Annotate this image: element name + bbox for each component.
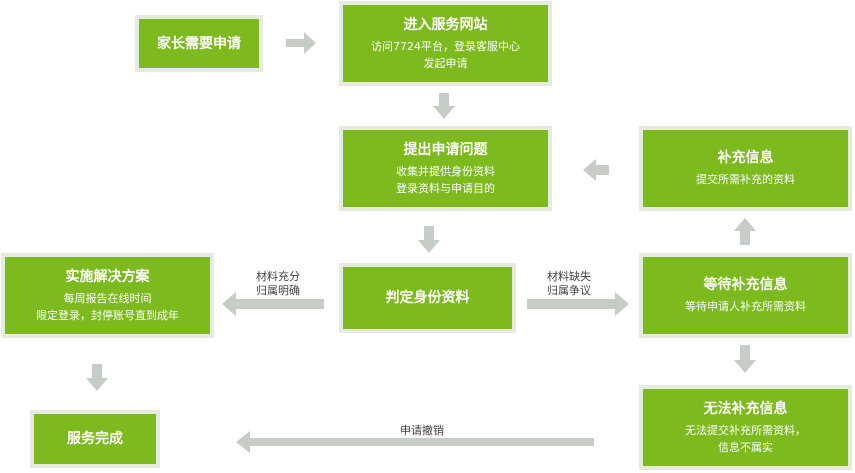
arrow-up-icon xyxy=(734,218,756,245)
node-service-done: 服务完成 xyxy=(30,410,160,468)
node-title: 提出申请问题 xyxy=(403,141,488,158)
edge-label-sufficient: 材料充分 归属明确 xyxy=(240,270,316,298)
node-line: 发起申请 xyxy=(423,56,468,70)
node-title: 判定身份资料 xyxy=(385,290,470,306)
edge-label-line: 归属争议 xyxy=(547,284,591,297)
node-title: 等待补充信息 xyxy=(703,277,788,293)
edge-label-line: 材料缺失 xyxy=(547,270,591,283)
node-line: 登录资料与申请目的 xyxy=(396,181,495,195)
node-enter-site: 进入服务网站 访问7724平台，登录客服中心 发起申请 xyxy=(339,1,552,86)
node-implement-solution: 实施解决方案 每周报告在线时间 限定登录，封停账号直到成年 xyxy=(1,253,214,338)
node-judge-identity: 判定身份资料 xyxy=(339,263,516,333)
node-description: 每周报告在线时间 限定登录，封停账号直到成年 xyxy=(36,290,179,324)
edge-label-missing: 材料缺失 归属争议 xyxy=(531,270,607,298)
arrow-down-icon xyxy=(433,93,455,119)
node-title: 补充信息 xyxy=(717,150,774,166)
edge-label-line: 材料充分 xyxy=(256,270,300,283)
edge-label-cancel: 申请撤销 xyxy=(384,424,460,438)
node-line: 信息不属实 xyxy=(718,440,773,454)
node-parent-apply: 家长需要申请 xyxy=(135,15,263,72)
node-title: 实施解决方案 xyxy=(65,268,150,285)
node-cannot-supplement: 无法补充信息 无法提交补充所需资料， 信息不属实 xyxy=(639,385,852,470)
node-title: 进入服务网站 xyxy=(403,16,488,33)
node-line: 等待申请人补充所需资料 xyxy=(685,300,806,313)
node-title: 无法补充信息 xyxy=(703,400,788,417)
node-line: 收集并提供身份资料 xyxy=(396,164,495,178)
arrow-left-icon xyxy=(236,431,594,453)
edge-label-line: 归属明确 xyxy=(256,284,300,297)
arrow-right-icon xyxy=(286,32,316,54)
arrow-down-icon xyxy=(418,226,440,253)
node-description: 提交所需补充的资料 xyxy=(696,171,795,188)
node-submit-issue: 提出申请问题 收集并提供身份资料 登录资料与申请目的 xyxy=(339,126,552,211)
node-line: 无法提交补充所需资料， xyxy=(685,423,806,437)
node-supplement-info: 补充信息 提交所需补充的资料 xyxy=(639,126,852,211)
node-description: 等待申请人补充所需资料 xyxy=(685,298,806,315)
node-title: 服务完成 xyxy=(67,431,123,447)
node-line: 每周报告在线时间 xyxy=(63,291,152,305)
edge-label-line: 申请撤销 xyxy=(400,424,444,437)
node-line: 提交所需补充的资料 xyxy=(696,173,795,186)
node-description: 无法提交补充所需资料， 信息不属实 xyxy=(685,422,806,456)
arrow-left-icon xyxy=(583,159,609,181)
node-line: 限定登录，封停账号直到成年 xyxy=(36,308,179,322)
node-title: 家长需要申请 xyxy=(157,35,241,52)
node-description: 访问7724平台，登录客服中心 发起申请 xyxy=(371,38,520,72)
node-line: 访问7724平台，登录客服中心 xyxy=(371,39,520,53)
arrow-down-icon xyxy=(734,345,756,373)
arrow-down-icon xyxy=(86,364,108,391)
arrow-right-icon xyxy=(527,292,629,316)
node-description: 收集并提供身份资料 登录资料与申请目的 xyxy=(396,163,495,197)
arrow-left-icon xyxy=(222,292,324,316)
node-wait-supplement: 等待补充信息 等待申请人补充所需资料 xyxy=(639,253,852,338)
